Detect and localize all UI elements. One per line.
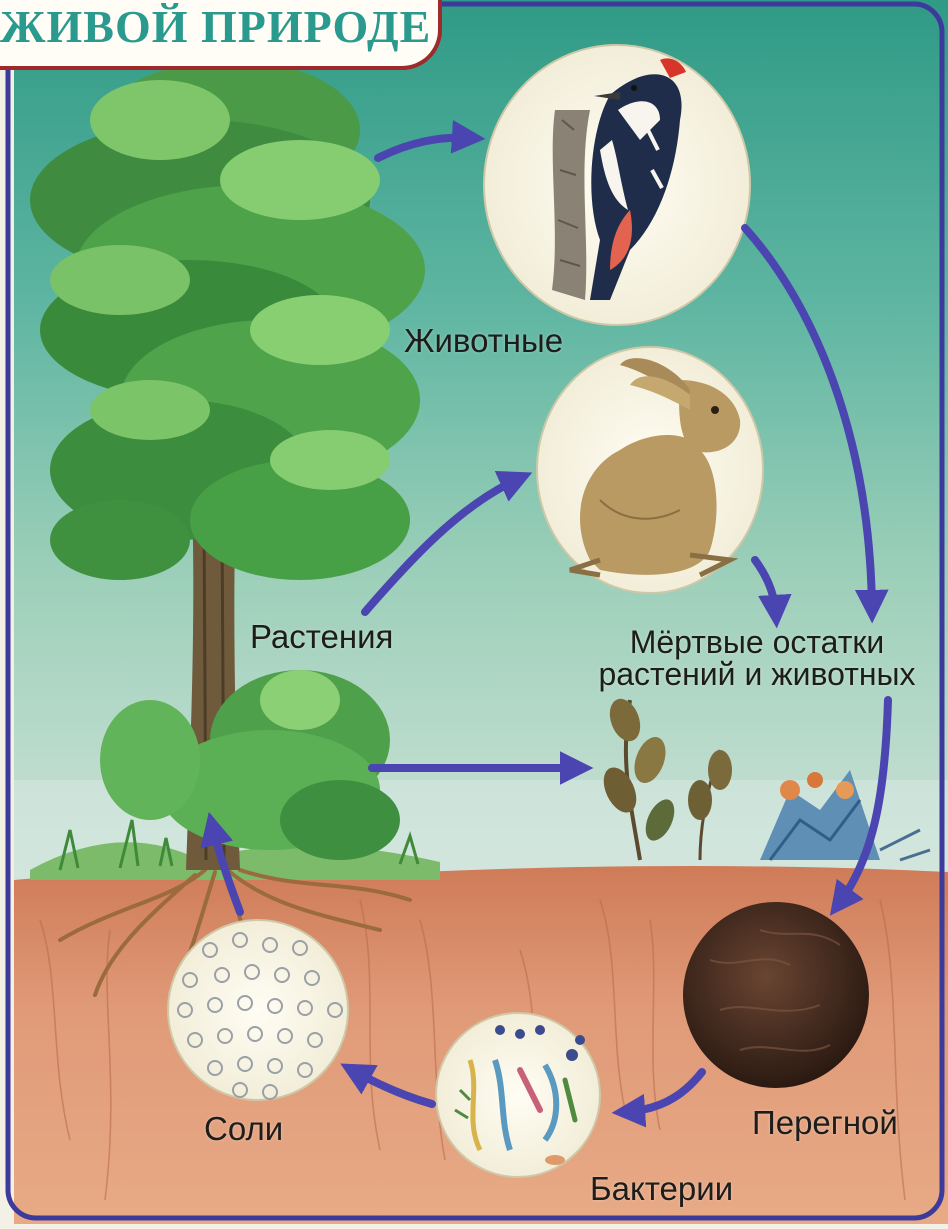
label-salts: Соли [204,1112,283,1145]
label-animals: Животные [404,324,563,357]
hare-circle [537,347,763,593]
bacteria-circle [436,1013,600,1177]
humus-circle [683,902,869,1088]
label-dead-remains-line1: Мёртвые остатки [582,626,932,658]
salts-circle [168,920,348,1100]
title-tab: ЖИВОЙ ПРИРОДЕ [0,0,442,70]
label-dead-remains: Мёртвые остатки растений и животных [582,626,932,690]
page-title: ЖИВОЙ ПРИРОДЕ [0,0,431,53]
humus-soil-icon [683,902,869,1088]
label-plants: Растения [250,620,393,653]
woodpecker-circle [484,45,750,325]
label-bacteria: Бактерии [590,1172,733,1205]
label-humus: Перегной [752,1106,898,1139]
label-dead-remains-line2: растений и животных [582,658,932,690]
